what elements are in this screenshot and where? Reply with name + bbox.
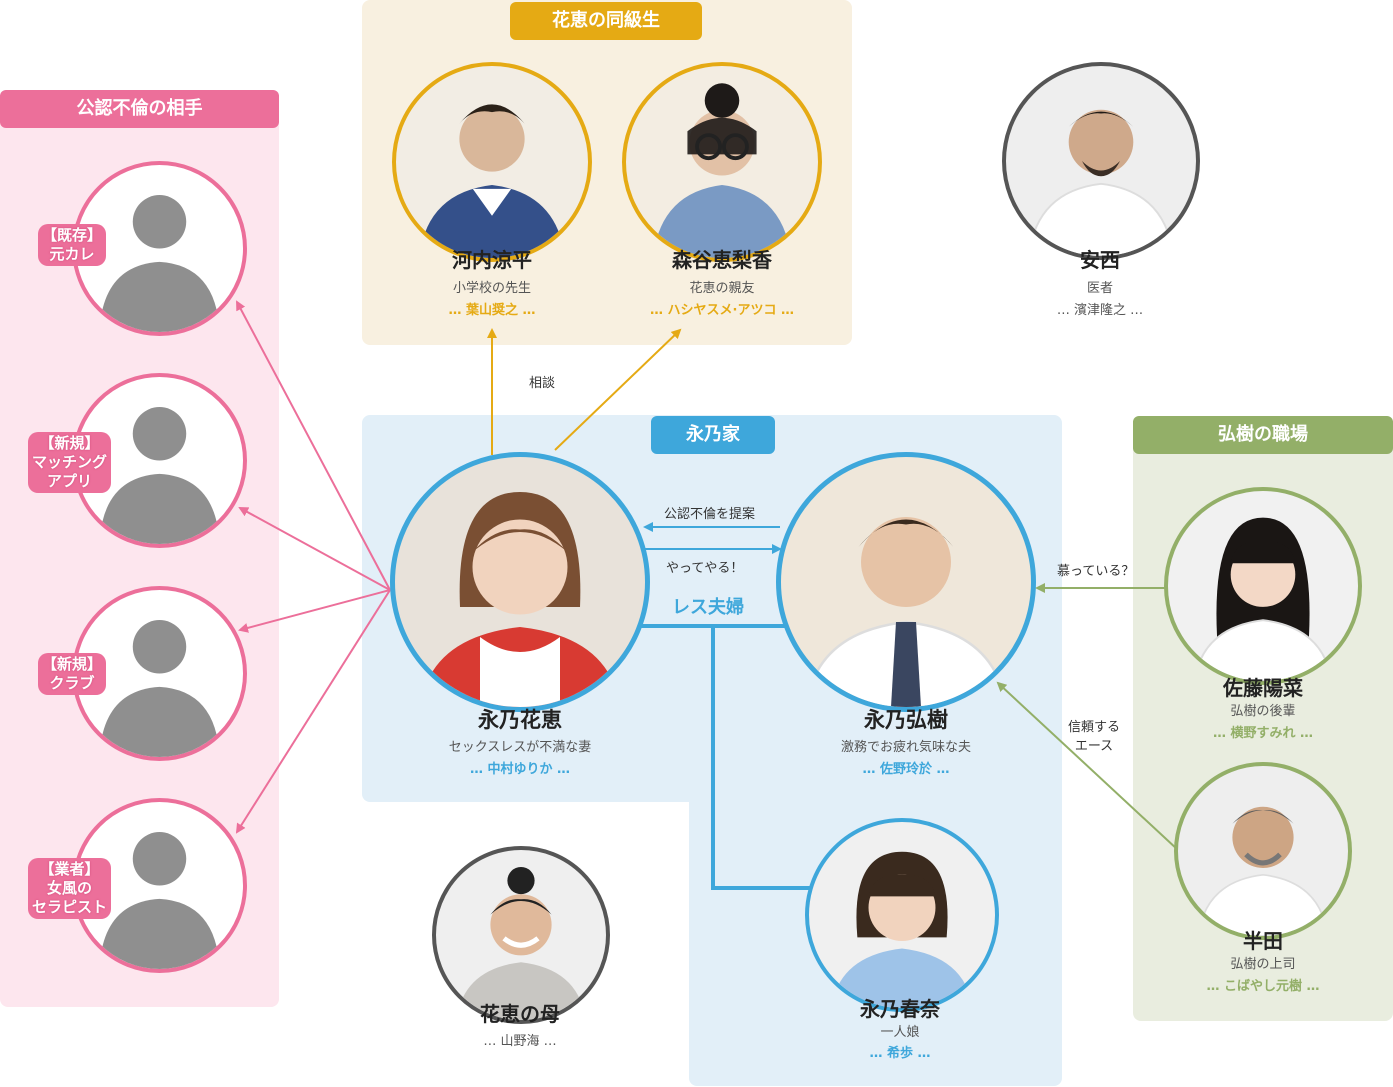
person-photo-icon (831, 851, 973, 1008)
affair-group-label: 公認不倫の相手 (0, 90, 279, 128)
child-line (711, 626, 810, 890)
person-silhouette-icon (99, 620, 220, 757)
mother-portrait (432, 846, 610, 1024)
kawachi-role: 小学校の先生 (452, 281, 531, 296)
affair-partner-tag: 【新規】クラブ (38, 653, 107, 695)
sato-portrait (1164, 487, 1362, 685)
hanae-actor: … 中村ゆりか … (469, 762, 571, 777)
sato-name: 佐藤陽菜 (1223, 676, 1303, 700)
affair-partner-portrait (72, 161, 247, 336)
person-photo-icon (652, 83, 792, 258)
anzai-portrait (1002, 62, 1200, 260)
handa-name: 半田 (1243, 929, 1283, 953)
sato-role: 弘樹の後輩 (1230, 704, 1296, 719)
affair-partner-tag: 【既存】元カレ (38, 224, 107, 266)
haruna-actor: … 希歩 … (869, 1046, 931, 1061)
haruna-role: 一人娘 (880, 1025, 920, 1040)
handa-actor: … こばやし元樹 … (1206, 979, 1320, 994)
propose-label: 公認不倫を提案 (664, 507, 756, 522)
affair-partner-tag: 【新規】マッチングアプリ (28, 432, 112, 493)
hanae-portrait (390, 452, 650, 712)
anzai-role: 医者 (1086, 281, 1113, 296)
haruna-portrait (805, 818, 999, 1012)
kawachi-portrait (392, 62, 592, 262)
affair-arrow-4 (235, 589, 391, 834)
person-photo-icon (420, 492, 620, 707)
consult-arrow-moriya (554, 328, 682, 451)
person-silhouette-icon (99, 407, 220, 544)
kawachi-actor: … 葉山奨之 … (448, 303, 536, 318)
affair-partner-portrait (72, 586, 247, 761)
person-silhouette-icon (99, 195, 220, 332)
hanae-role: セックスレスが不満な妻 (448, 740, 592, 755)
person-photo-icon (1027, 109, 1175, 256)
mother-actor: … 山野海 … (483, 1034, 557, 1049)
sexless-label: レス夫婦 (672, 597, 744, 618)
person-photo-icon (804, 517, 1008, 707)
moriya-name: 森谷恵梨香 (672, 248, 772, 272)
affair-arrow-1 (236, 300, 391, 591)
sato-actor: … 横野すみれ … (1212, 726, 1314, 741)
classmates-group-label: 花恵の同級生 (510, 2, 702, 40)
person-photo-icon (1193, 517, 1333, 681)
affair-arrow-2 (238, 507, 391, 591)
admire-label: 慕っている？ (1057, 564, 1135, 579)
anzai-name: 安西 (1080, 248, 1120, 272)
mother-name: 花恵の母 (480, 1002, 560, 1026)
family-group-label: 永乃家 (651, 416, 775, 454)
hiroki-portrait (776, 452, 1036, 712)
hiroki-role: 激務でお疲れ気味な夫 (840, 740, 971, 755)
haruna-name: 永乃春奈 (860, 997, 940, 1021)
hanae-name: 永乃花恵 (478, 708, 562, 732)
moriya-role: 花恵の親友 (689, 281, 755, 296)
person-photo-icon (456, 867, 586, 1020)
accept-label: やってやる！ (666, 561, 744, 576)
handa-portrait (1174, 762, 1352, 940)
affair-arrow-3 (238, 589, 391, 633)
trust-arrow (996, 681, 1179, 851)
affair-partner-tag: 【業者】女風のセラピスト (28, 858, 112, 919)
person-photo-icon (419, 104, 565, 258)
moriya-portrait (622, 62, 822, 262)
hiroki-actor: … 佐野玲於 … (862, 762, 950, 777)
hiroki-name: 永乃弘樹 (864, 708, 948, 732)
trust-label: 信頼するエース (1068, 720, 1121, 754)
handa-role: 弘樹の上司 (1230, 957, 1296, 972)
kawachi-name: 河内涼平 (452, 248, 532, 272)
moriya-actor: … ハシヤスメ·アツコ … (650, 303, 794, 318)
anzai-actor: … 濱津隆之 … (1056, 303, 1144, 318)
consult-label: 相談 (529, 376, 556, 391)
person-silhouette-icon (99, 832, 220, 969)
workplace-group-label: 弘樹の職場 (1133, 416, 1393, 454)
person-photo-icon (1197, 806, 1329, 936)
